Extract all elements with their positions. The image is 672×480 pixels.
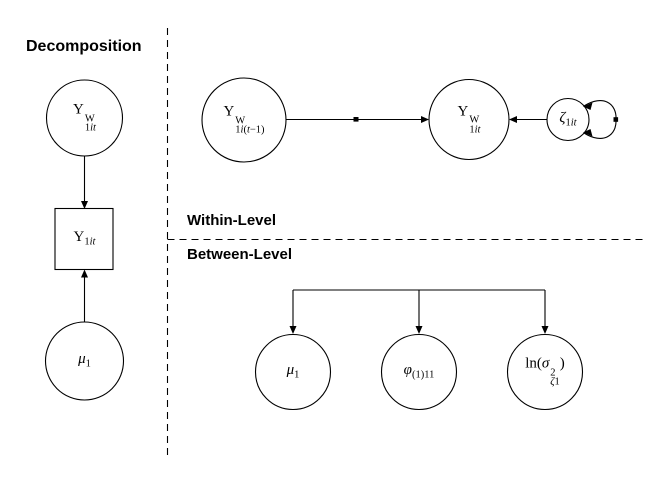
label-part: (1)11 [411,369,435,381]
decomp-y-observed-square [54,207,114,271]
arrowhead-left-icon [509,116,517,123]
label-part: 1 [469,124,475,136]
arrowhead-down-icon [289,326,297,334]
label-sub: 1 [294,370,299,381]
label-part: 1 [84,236,90,248]
label-part: 1 [294,369,300,381]
label-part: ζ [559,109,566,126]
label-base: Y [458,103,469,119]
label-part: Y [73,228,85,245]
decomp-y-observed-label: Y1it [74,229,96,248]
between-level-heading: Between-Level [187,246,293,263]
label-part: σ [541,355,550,372]
label-part: 1 [554,376,560,388]
label-base: Y [74,229,85,245]
label-part: it [89,236,96,248]
self-loop-arrowhead-top-icon [583,102,593,110]
label-base: ζ [559,109,565,125]
label-base: φ [404,362,412,378]
label-part: ) [559,355,565,372]
label-part: 1 [565,117,571,129]
label-base: Y [223,104,234,120]
label-suffix: ) [560,356,565,372]
random-variance-dot [613,117,619,122]
label-part: it [474,124,481,136]
label-part: W [469,114,480,126]
label-part: i [240,124,244,136]
arrowhead-down-icon [541,326,549,334]
label-part: ln( [525,355,542,372]
between-phi-label: φ(1)11 [404,362,435,381]
label-part: Y [73,101,84,118]
between-connector-bracket [292,289,546,327]
label-base: μ [287,362,295,378]
label-part: −1) [249,124,265,136]
label-base: μ [78,351,86,367]
decomposition-heading: Decomposition [26,38,142,55]
label-sub: 1 [86,359,91,370]
label-sub: (1)11 [412,370,434,381]
within-level-heading: Within-Level [187,212,277,229]
label-part: φ [403,361,412,378]
label-sub: 1it [565,117,576,128]
label-part: t [246,124,250,136]
between-ln-sigma2-circle [506,333,584,411]
random-slope-dot [353,117,359,122]
label-part: μ [78,350,86,367]
decomp-mu-label: μ1 [78,351,91,370]
arrowhead-down-icon [415,326,423,334]
label-base: Y [73,102,84,118]
label-base: σ [542,356,549,372]
within-zeta-circle [546,97,590,142]
label-part: ζ [550,376,555,388]
label-part: it [570,117,577,129]
label-part: Y [457,103,469,120]
label-part: 1 [84,122,91,134]
within-zeta-label: ζ1it [559,110,576,128]
arrowhead-down-icon [81,201,88,209]
arrowhead-right-icon [421,116,429,123]
between-mu-circle [254,333,332,411]
label-prefix: ln( [525,356,542,372]
self-loop-arrowhead-bottom-icon [583,129,593,137]
label-part: ( [243,124,247,136]
between-mu-label: μ1 [287,362,300,381]
label-part: W [235,115,246,127]
arrowhead-up-icon [81,269,88,278]
label-part: 2 [550,367,556,379]
label-part: μ [286,361,295,378]
decomp-mu-circle [44,321,125,401]
label-part: 1 [85,358,91,370]
label-part: it [90,122,96,134]
between-phi-circle [380,333,458,411]
label-part: Y [223,103,235,120]
label-part: 1 [235,124,241,136]
label-sub: 1it [84,237,95,248]
label-part: W [84,113,95,125]
